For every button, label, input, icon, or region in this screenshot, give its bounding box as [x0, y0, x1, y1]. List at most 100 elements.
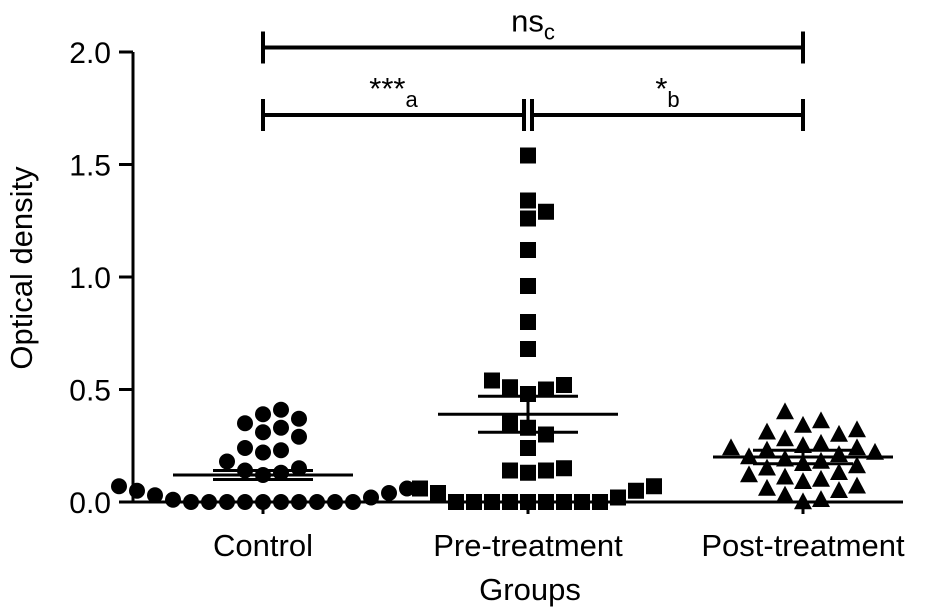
data-point-control: [255, 406, 271, 423]
y-tick-label: 0.0: [69, 487, 111, 520]
y-tick-label: 2.0: [69, 37, 111, 70]
data-point-pre-treatment: [556, 460, 572, 477]
y-axis-title: Optical density: [4, 166, 39, 370]
data-point-pre-treatment: [502, 415, 518, 432]
data-point-post-treatment: [794, 492, 812, 510]
data-point-pre-treatment: [466, 494, 482, 510]
data-point-post-treatment: [812, 469, 830, 487]
data-point-pre-treatment: [484, 372, 500, 389]
data-point-post-treatment: [830, 445, 848, 462]
data-point-control: [147, 487, 163, 504]
data-point-post-treatment: [740, 465, 758, 483]
y-tick-label: 0.5: [69, 375, 111, 408]
data-point-pre-treatment: [520, 210, 536, 227]
data-point-post-treatment: [848, 438, 866, 456]
data-point-post-treatment: [830, 424, 848, 442]
data-point-post-treatment: [848, 476, 866, 494]
data-point-control: [219, 494, 235, 510]
x-tick-label: Pre-treatment: [433, 528, 623, 563]
data-point-post-treatment: [848, 456, 866, 474]
data-point-pre-treatment: [502, 379, 518, 396]
data-point-control: [129, 482, 145, 499]
data-point-control: [291, 428, 307, 445]
data-point-control: [237, 415, 253, 432]
data-point-post-treatment: [758, 422, 776, 440]
data-points: [111, 147, 884, 510]
data-point-control: [237, 440, 253, 456]
data-point-control: [237, 494, 253, 510]
mean-sem-bars: [173, 394, 893, 481]
data-point-control: [111, 478, 127, 495]
data-point-control: [309, 494, 325, 510]
data-point-control: [165, 491, 181, 508]
data-point-pre-treatment: [610, 489, 626, 506]
data-point-post-treatment: [776, 485, 794, 503]
data-point-pre-treatment: [430, 485, 446, 501]
significance-subscript: b: [667, 87, 679, 112]
data-point-control: [219, 453, 235, 470]
data-point-pre-treatment: [538, 426, 554, 443]
significance-label: nsc: [511, 4, 555, 45]
data-point-pre-treatment: [520, 386, 536, 402]
data-point-post-treatment: [794, 415, 812, 433]
data-point-control: [201, 494, 217, 510]
data-point-control: [273, 464, 289, 481]
data-point-post-treatment: [722, 438, 740, 456]
data-point-post-treatment: [758, 458, 776, 476]
data-point-pre-treatment: [538, 203, 554, 220]
data-point-pre-treatment: [574, 494, 590, 510]
data-point-control: [273, 442, 289, 459]
significance-label: *b: [655, 71, 679, 112]
x-tick-label: Post-treatment: [701, 528, 905, 563]
data-point-pre-treatment: [538, 381, 554, 398]
data-point-pre-treatment: [520, 494, 536, 510]
data-point-control: [291, 494, 307, 510]
data-point-pre-treatment: [520, 192, 536, 209]
data-point-post-treatment: [776, 402, 794, 420]
data-point-post-treatment: [812, 451, 830, 469]
data-point-pre-treatment: [520, 464, 536, 481]
data-point-pre-treatment: [448, 494, 464, 510]
data-point-control: [291, 410, 307, 427]
data-point-pre-treatment: [520, 314, 536, 330]
data-point-post-treatment: [776, 467, 794, 485]
data-point-post-treatment: [812, 490, 830, 507]
data-point-control: [273, 494, 289, 510]
data-point-pre-treatment: [484, 494, 500, 510]
significance-subscript: a: [405, 87, 418, 112]
x-tick-label: Control: [213, 528, 313, 563]
significance-brackets: nsc ***a *b: [261, 4, 805, 131]
data-point-control: [363, 489, 379, 506]
data-point-control: [255, 444, 271, 461]
data-point-pre-treatment: [520, 278, 536, 294]
data-point-control: [183, 494, 199, 510]
data-point-control: [291, 460, 307, 477]
y-tick-label: 1.0: [69, 262, 111, 295]
data-point-control: [327, 494, 343, 510]
data-point-post-treatment: [758, 478, 776, 496]
data-point-pre-treatment: [538, 494, 554, 510]
data-point-pre-treatment: [520, 242, 536, 258]
data-point-pre-treatment: [538, 462, 554, 479]
data-point-post-treatment: [794, 472, 812, 489]
data-point-control: [255, 424, 271, 441]
data-point-pre-treatment: [520, 147, 536, 164]
data-point-pre-treatment: [556, 377, 572, 393]
data-point-pre-treatment: [520, 440, 536, 456]
data-point-post-treatment: [776, 429, 794, 447]
x-axis-title: Groups: [479, 572, 581, 607]
data-point-control: [345, 494, 361, 510]
data-point-pre-treatment: [646, 478, 662, 495]
significance-label: ***a: [369, 71, 418, 112]
data-point-pre-treatment: [556, 494, 572, 510]
data-point-pre-treatment: [502, 462, 518, 479]
data-point-pre-treatment: [502, 494, 518, 510]
data-point-post-treatment: [812, 433, 830, 451]
data-point-pre-treatment: [592, 494, 608, 510]
data-point-control: [273, 401, 289, 418]
significance-subscript: c: [544, 20, 555, 45]
data-point-control: [255, 494, 271, 510]
data-point-pre-treatment: [520, 341, 536, 357]
y-tick-label: 1.5: [69, 150, 111, 183]
